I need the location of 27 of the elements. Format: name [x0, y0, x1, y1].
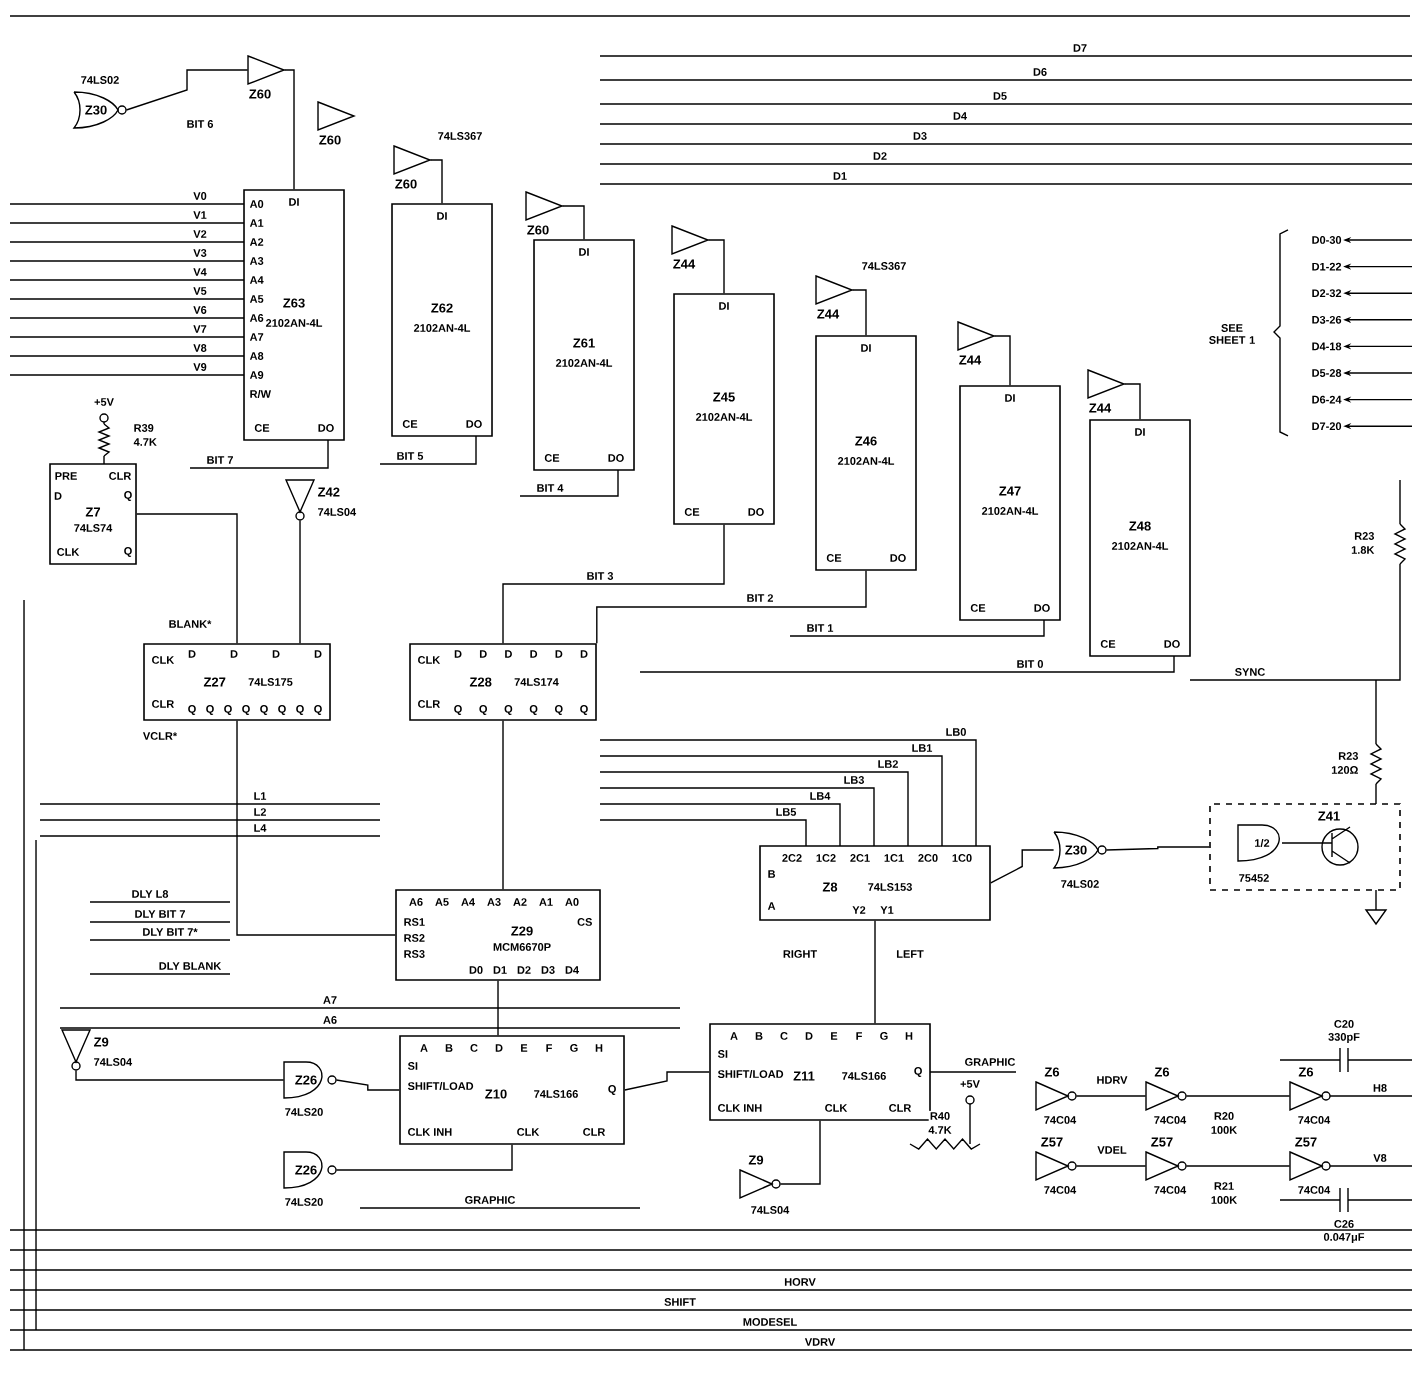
wire [874, 920, 876, 1024]
wire [993, 335, 1011, 386]
wire [1105, 846, 1210, 851]
wire [136, 513, 238, 644]
wire [299, 519, 301, 644]
wire [502, 524, 725, 644]
wire [497, 980, 499, 1036]
wire [851, 289, 867, 336]
wire [1075, 1165, 1147, 1167]
wire [596, 570, 867, 644]
wire [283, 69, 295, 190]
wire [1185, 1095, 1291, 1097]
wire [1185, 1165, 1291, 1167]
wire [75, 1069, 285, 1081]
wire [1123, 383, 1141, 420]
wire [707, 239, 725, 294]
wire [624, 1071, 710, 1091]
wire [1075, 1095, 1147, 1097]
wire [125, 69, 249, 111]
wire [561, 205, 585, 240]
wire [335, 1079, 400, 1091]
wire [502, 720, 504, 890]
wire [990, 849, 1055, 884]
wire [236, 720, 396, 936]
wire [429, 159, 443, 204]
wire [779, 1120, 821, 1185]
wire [335, 1144, 513, 1171]
